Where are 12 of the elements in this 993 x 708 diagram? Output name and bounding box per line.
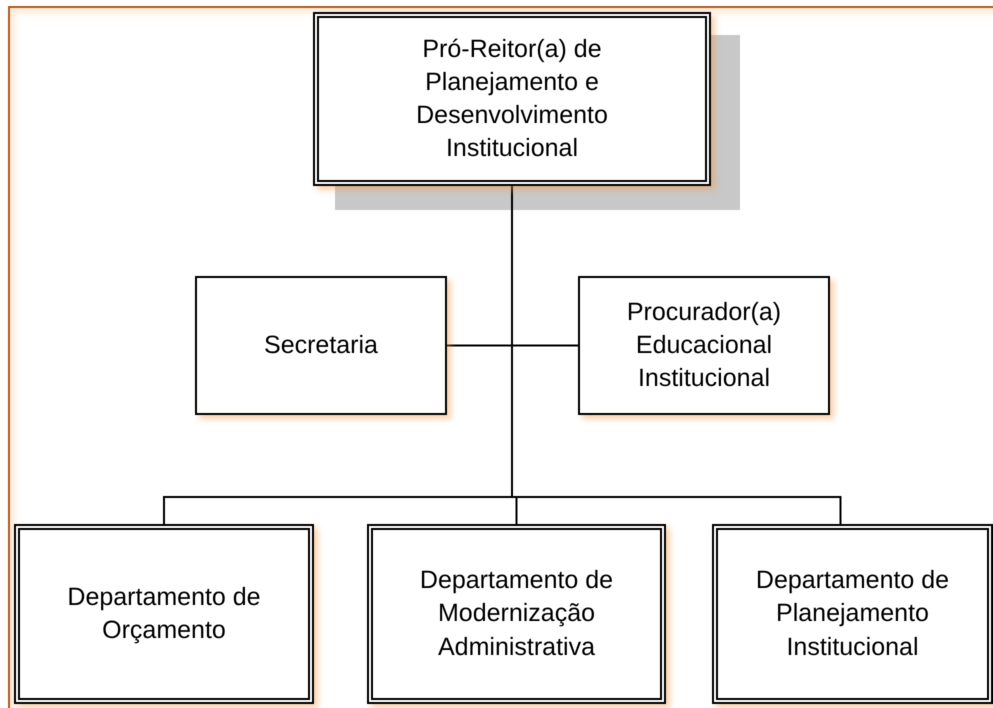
org-box xyxy=(578,276,830,415)
box-title: Secretaria xyxy=(264,330,378,361)
org-box xyxy=(14,524,314,704)
org-box xyxy=(313,12,711,186)
box-title: Departamento de Orçamento xyxy=(66,582,262,646)
box-title: Pró-Reitor(a) de Planejamento e Desenvolvimento Institucional xyxy=(415,34,609,164)
org-box xyxy=(712,524,993,704)
box-title: Departamento de Planejamento Institucional xyxy=(754,565,950,663)
box-title: Departamento de Modernização Administrativa xyxy=(418,565,614,663)
org-box xyxy=(195,276,447,415)
org-box xyxy=(367,524,666,704)
box-title: Procurador(a) Educacional Institucional xyxy=(626,296,782,394)
